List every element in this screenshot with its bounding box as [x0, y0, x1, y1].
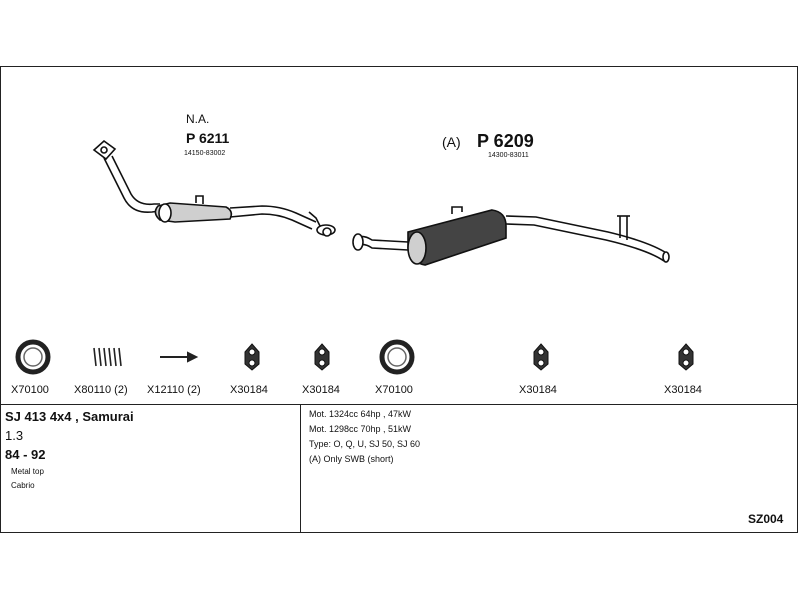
vehicle-note: Metal top [11, 467, 44, 476]
hardware-code: X30184 [302, 384, 340, 396]
right-prefix: (A) [442, 134, 461, 150]
hardware-code: X12110 (2) [147, 384, 201, 396]
bolt-icon [160, 351, 199, 363]
rubber-hanger-icon [244, 343, 260, 371]
left-variant-label: N.A. [186, 112, 210, 126]
hardware-code: X30184 [664, 384, 702, 396]
gasket-ring-icon [379, 339, 415, 375]
info-panel [0, 404, 798, 534]
info-panel-divider [300, 404, 301, 533]
vehicle-model: SJ 413 4x4 , Samurai [5, 409, 134, 424]
spec-line: (A) Only SWB (short) [309, 454, 394, 464]
left-oem-number: 14150-83002 [184, 150, 226, 157]
hardware-code: X30184 [230, 384, 268, 396]
hardware-code: X70100 [11, 384, 49, 396]
left-part-number: P 6211 [186, 130, 230, 146]
spec-line: Mot. 1298cc 70hp , 51kW [309, 424, 412, 434]
rear-silencer-p6209 [352, 206, 670, 266]
hardware-code: X80110 (2) [74, 384, 128, 396]
vehicle-note: Cabrio [11, 481, 35, 490]
gasket-ring-icon [15, 339, 51, 375]
rubber-hanger-icon [678, 343, 694, 371]
diagram-frame [0, 66, 798, 533]
right-oem-number: 14300-83011 [488, 152, 529, 159]
rubber-hanger-icon [314, 343, 330, 371]
hardware-code: X30184 [519, 384, 557, 396]
spec-line: Mot. 1324cc 64hp , 47kW [309, 409, 412, 419]
model-years: 84 - 92 [5, 447, 46, 462]
right-part-number: P 6209 [477, 131, 534, 151]
spring-icon [93, 347, 122, 367]
spec-line: Type: O, Q, U, SJ 50, SJ 60 [309, 439, 421, 449]
diagram-code: SZ004 [748, 512, 784, 526]
hardware-code: X70100 [375, 384, 413, 396]
engine-size: 1.3 [5, 428, 24, 443]
rubber-hanger-icon [533, 343, 549, 371]
front-pipe-p6211 [92, 139, 336, 237]
